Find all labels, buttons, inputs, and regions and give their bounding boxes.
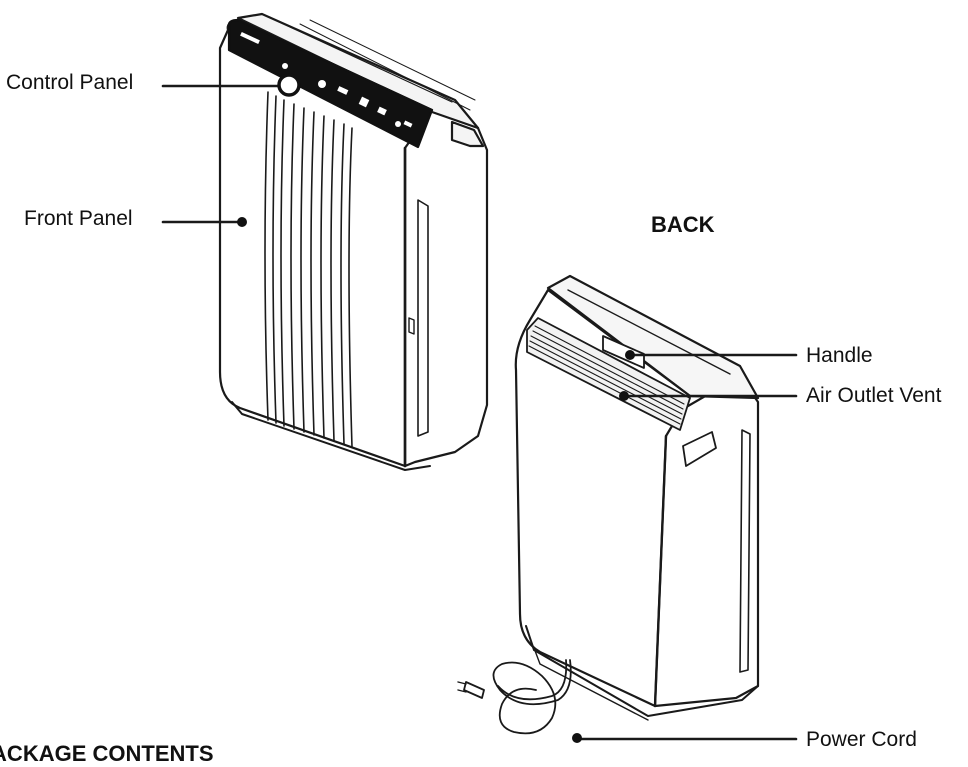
back-unit (514, 274, 760, 721)
front-unit (218, 12, 489, 471)
label-front-panel: Front Panel (24, 207, 133, 230)
power-cord (457, 659, 572, 735)
label-air-outlet-vent: Air Outlet Vent (806, 384, 942, 407)
label-power-cord: Power Cord (806, 728, 917, 751)
control-panel-strip (227, 18, 434, 149)
front-louvres (264, 91, 353, 448)
control-panel-icons (240, 31, 413, 128)
callout-lines (161, 84, 798, 741)
heading-back: BACK (651, 212, 715, 237)
callout-marker-front (237, 217, 247, 227)
front-base (231, 401, 431, 471)
callout-marker-handle (625, 350, 635, 360)
label-control-panel: Control Panel (6, 71, 134, 94)
label-handle: Handle (806, 344, 873, 367)
front-unit-right-column (450, 120, 485, 148)
handle-slot (602, 335, 645, 369)
power-plug (463, 681, 485, 699)
back-base (525, 625, 759, 717)
callout-marker-control (277, 73, 301, 97)
back-side-recess (739, 429, 751, 673)
callout-marker-cord (572, 733, 582, 743)
back-side-tab (682, 431, 717, 467)
front-unit-side (396, 94, 489, 468)
callout-marker-outlet (619, 391, 629, 401)
front-side-recess (417, 199, 429, 437)
heading-package-contents: PACKAGE CONTENTS (0, 741, 214, 766)
